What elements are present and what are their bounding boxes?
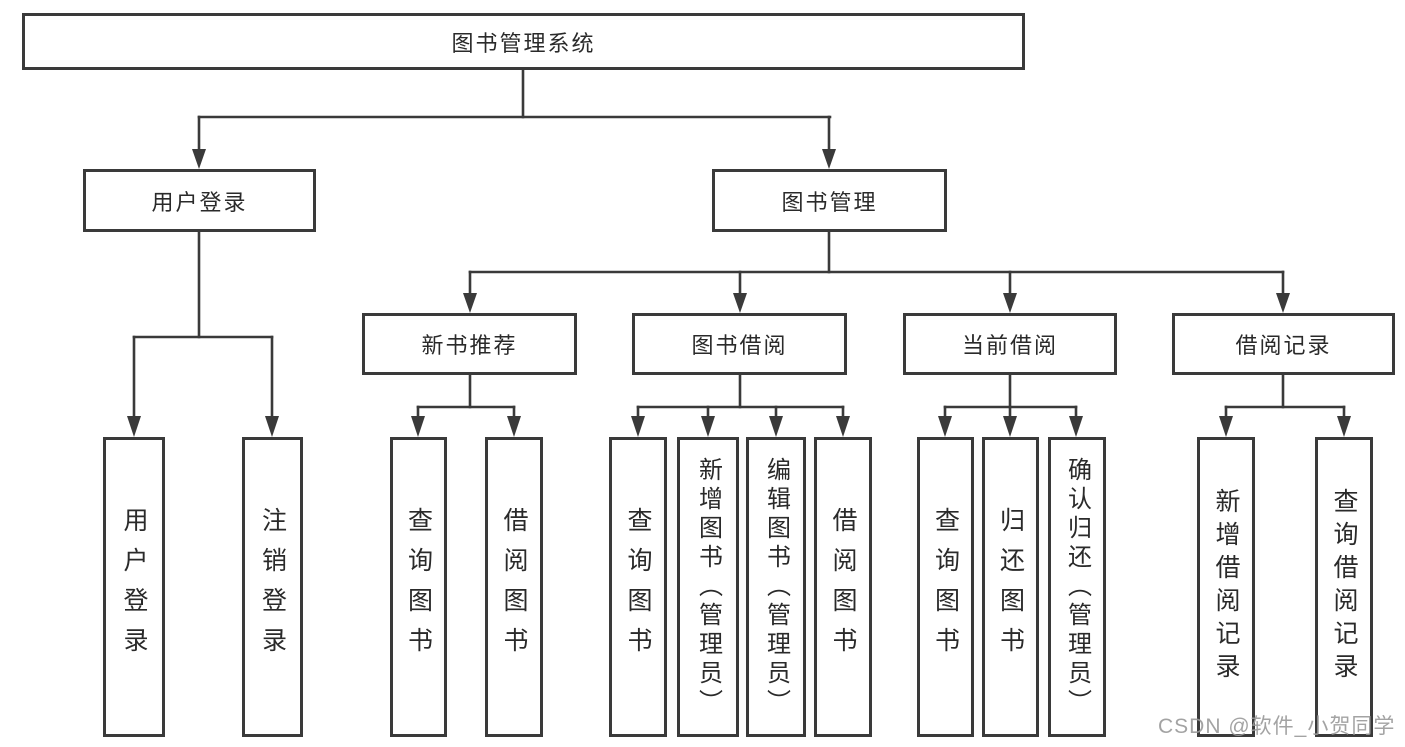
node-leaf-current-return-label: 归还图书 (996, 507, 1025, 667)
node-leaf-record-add: 新增借阅记录 (1197, 437, 1255, 737)
node-leaf-newbook-query-label: 查询图书 (404, 507, 433, 667)
node-leaf-current-confirm-admin-label: 确认归还（管理员） (1063, 456, 1091, 718)
node-leaf-borrow-borrow: 借阅图书 (814, 437, 872, 737)
node-leaf-newbook-borrow: 借阅图书 (485, 437, 543, 737)
node-leaf-user-login: 用户登录 (103, 437, 165, 737)
node-leaf-newbook-borrow-label: 借阅图书 (500, 507, 528, 667)
node-leaf-borrow-query-label: 查询图书 (624, 507, 652, 667)
node-user-login-label: 用户登录 (151, 189, 248, 215)
node-leaf-user-login-label: 用户登录 (120, 507, 148, 667)
node-new-book-recommend: 新书推荐 (362, 313, 577, 375)
node-leaf-borrow-add-admin: 新增图书（管理员） (677, 437, 739, 737)
node-book-borrow: 图书借阅 (632, 313, 847, 375)
csdn-watermark: CSDN @软件_小贺同学 (1158, 715, 1396, 738)
node-new-book-recommend-label: 新书推荐 (421, 333, 518, 358)
node-current-borrow: 当前借阅 (903, 313, 1117, 375)
arrowheads (127, 149, 1351, 437)
node-current-borrow-label: 当前借阅 (961, 333, 1058, 358)
node-leaf-record-query: 查询借阅记录 (1315, 437, 1373, 737)
node-leaf-borrow-query: 查询图书 (609, 437, 667, 737)
node-leaf-borrow-borrow-label: 借阅图书 (829, 507, 857, 667)
node-user-login: 用户登录 (83, 169, 316, 232)
node-borrow-record: 借阅记录 (1172, 313, 1395, 375)
node-leaf-current-query-label: 查询图书 (931, 507, 960, 667)
node-borrow-record-label: 借阅记录 (1235, 333, 1332, 358)
node-leaf-record-add-label: 新增借阅记录 (1212, 488, 1240, 686)
node-leaf-record-query-label: 查询借阅记录 (1330, 488, 1358, 686)
node-root-label: 图书管理系统 (451, 30, 596, 56)
node-root: 图书管理系统 (22, 13, 1025, 70)
node-leaf-current-query: 查询图书 (917, 437, 974, 737)
node-leaf-borrow-edit-admin-label: 编辑图书（管理员） (762, 456, 790, 718)
node-book-management-label: 图书管理 (781, 189, 878, 215)
node-leaf-logout: 注销登录 (242, 437, 303, 737)
node-book-borrow-label: 图书借阅 (691, 333, 788, 358)
node-leaf-logout-label: 注销登录 (258, 507, 287, 667)
node-leaf-current-return: 归还图书 (982, 437, 1039, 737)
node-leaf-borrow-add-admin-label: 新增图书（管理员） (694, 456, 722, 718)
node-leaf-borrow-edit-admin: 编辑图书（管理员） (746, 437, 806, 737)
node-leaf-newbook-query: 查询图书 (390, 437, 447, 737)
node-leaf-current-confirm-admin: 确认归还（管理员） (1048, 437, 1106, 737)
node-book-management: 图书管理 (712, 169, 947, 232)
